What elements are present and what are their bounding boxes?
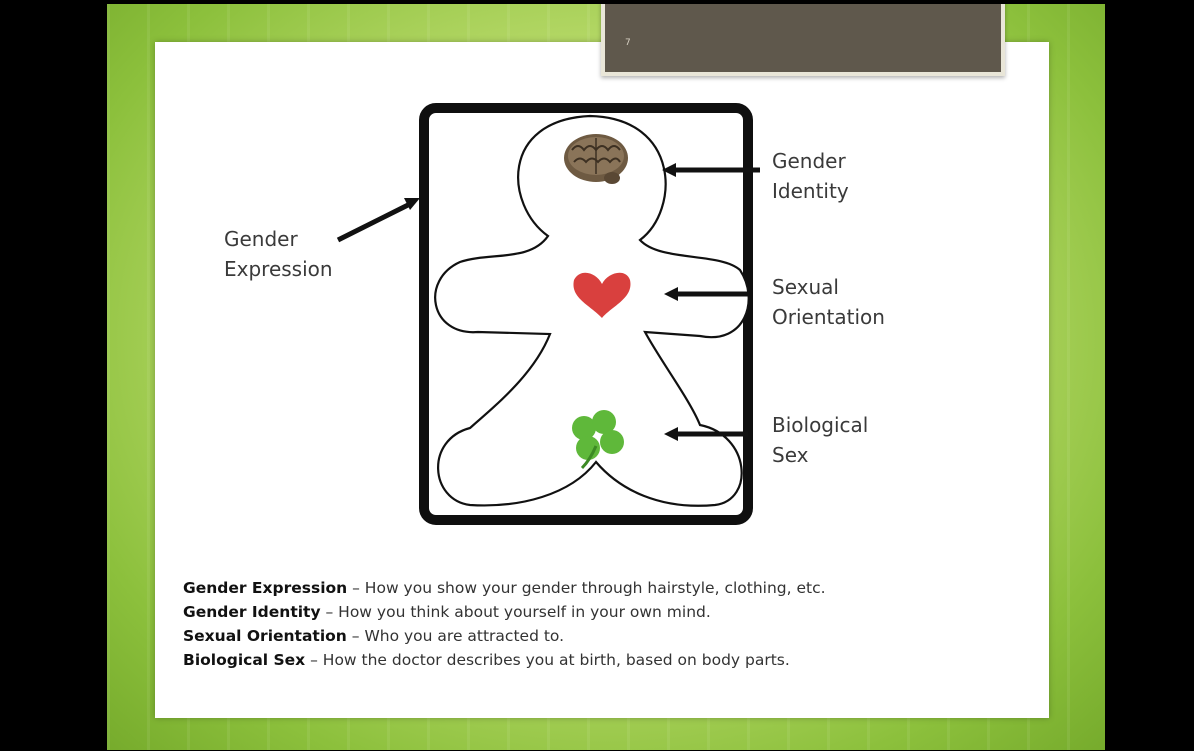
definition-term: Gender Identity bbox=[183, 603, 321, 621]
definition-desc: – How you show your gender through hairs… bbox=[347, 579, 825, 597]
definitions-list: Gender Expression – How you show your ge… bbox=[183, 576, 826, 672]
definition-term: Gender Expression bbox=[183, 579, 347, 597]
definition-row: Biological Sex – How the doctor describe… bbox=[183, 648, 826, 672]
definition-term: Sexual Orientation bbox=[183, 627, 347, 645]
definition-row: Sexual Orientation – Who you are attract… bbox=[183, 624, 826, 648]
label-sexual-orientation: Sexual Orientation bbox=[772, 272, 885, 332]
definition-term: Biological Sex bbox=[183, 651, 305, 669]
definition-row: Gender Expression – How you show your ge… bbox=[183, 576, 826, 600]
definition-row: Gender Identity – How you think about yo… bbox=[183, 600, 826, 624]
label-gender-identity: Gender Identity bbox=[772, 146, 849, 206]
definition-desc: – Who you are attracted to. bbox=[347, 627, 564, 645]
label-biological-sex: Biological Sex bbox=[772, 410, 868, 470]
definition-desc: – How the doctor describes you at birth,… bbox=[305, 651, 790, 669]
arrow-gender-expression bbox=[338, 198, 420, 240]
definition-desc: – How you think about yourself in your o… bbox=[321, 603, 711, 621]
label-gender-expression: Gender Expression bbox=[224, 224, 333, 284]
